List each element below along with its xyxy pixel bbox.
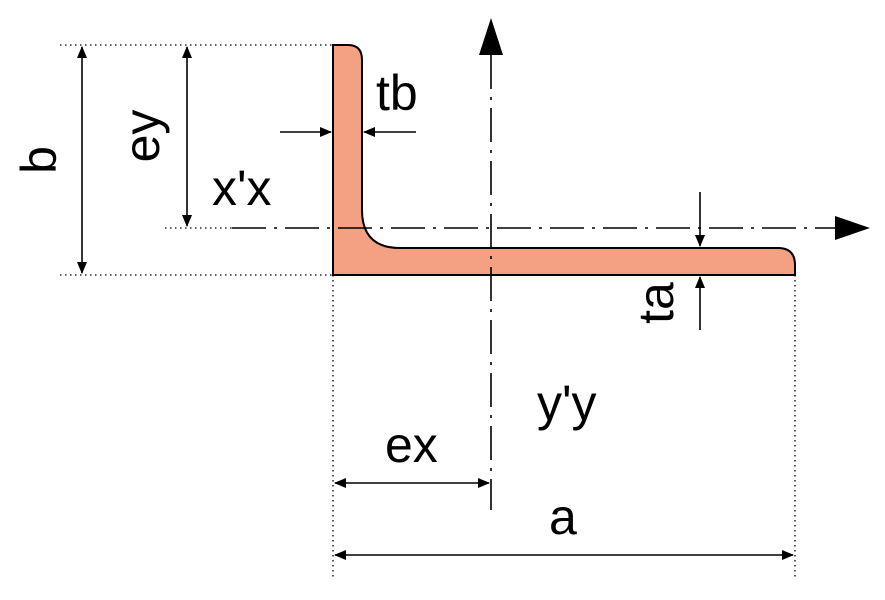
angle-profile-shape xyxy=(332,44,796,276)
label-tb: tb xyxy=(376,65,418,121)
y-axis-arrowhead xyxy=(479,18,503,55)
label-ta: ta xyxy=(628,282,684,324)
label-ey: ey xyxy=(114,110,170,163)
label-xx: x'x xyxy=(212,160,272,216)
label-ex: ex xyxy=(385,417,438,473)
x-axis-arrowhead xyxy=(835,216,870,240)
label-yy: y'y xyxy=(537,375,597,431)
label-a: a xyxy=(549,489,577,545)
label-b: b xyxy=(11,146,67,174)
